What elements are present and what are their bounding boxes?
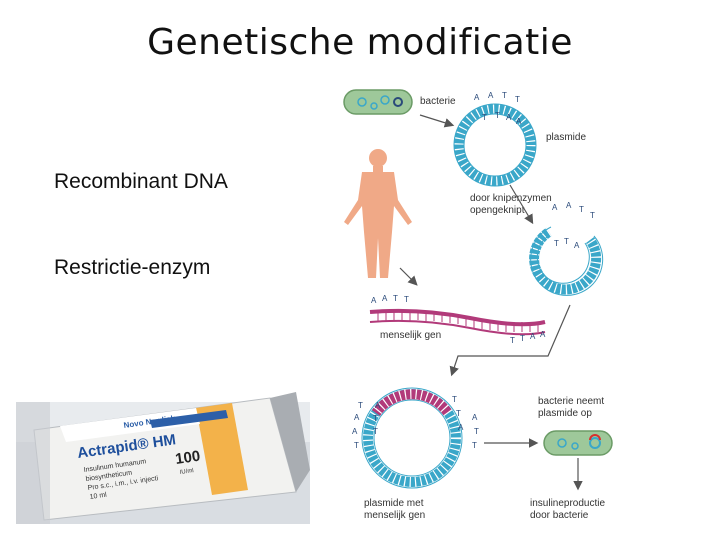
human-dna-strand: [369, 308, 546, 336]
svg-text:T: T: [554, 239, 559, 248]
cut-label-line2: opengeknipt: [470, 205, 525, 216]
cut-label-line1: door knipenzymen: [470, 193, 552, 204]
bacteria-label: bacterie: [420, 96, 456, 107]
plasmid-intact: [453, 103, 537, 187]
svg-text:T: T: [373, 427, 378, 436]
svg-text:A: A: [488, 91, 494, 100]
vial-unit: IU/ml: [179, 468, 194, 476]
insulin-vial-photo: Novo Nordisk Actrapid® HM Insulinum huma…: [16, 392, 310, 524]
svg-text:T: T: [393, 294, 398, 303]
arrow-1: [419, 114, 455, 128]
svg-text:T: T: [358, 401, 363, 410]
svg-text:A: A: [552, 203, 558, 212]
vial-volume: 10 ml: [89, 492, 107, 501]
svg-text:T: T: [510, 336, 515, 345]
svg-text:T: T: [472, 441, 477, 450]
svg-text:T: T: [404, 295, 409, 304]
svg-text:T: T: [373, 414, 378, 423]
arrow-3: [399, 267, 418, 286]
svg-text:A: A: [352, 427, 358, 436]
svg-text:A: A: [516, 117, 522, 126]
svg-text:A: A: [506, 113, 512, 122]
svg-text:T: T: [456, 409, 461, 418]
plasmid-label: plasmide: [546, 132, 586, 143]
recombinant-plasmid: [361, 387, 463, 489]
svg-text:T: T: [482, 113, 487, 122]
human-gene-label: menselijk gen: [380, 330, 441, 341]
plasmid-opened: [529, 226, 604, 296]
product-label-line2: door bacterie: [530, 510, 589, 521]
arrow-2: [509, 184, 534, 225]
svg-text:A: A: [530, 332, 536, 341]
svg-text:A: A: [354, 413, 360, 422]
svg-text:T: T: [590, 211, 595, 220]
svg-text:A: A: [540, 330, 546, 339]
recombinant-label-line2: menselijk gen: [364, 510, 425, 521]
bacterium-bottom: [543, 430, 613, 456]
svg-text:A: A: [375, 401, 381, 410]
svg-text:T: T: [515, 95, 520, 104]
bullet-restriction-enzyme: Restrictie-enzym: [54, 256, 211, 279]
uptake-label-line1: bacterie neemt: [538, 396, 604, 407]
human-figure: [344, 149, 412, 278]
uptake-label-line2: plasmide op: [538, 408, 592, 419]
svg-text:A: A: [566, 201, 572, 210]
svg-text:T: T: [502, 91, 507, 100]
svg-text:A: A: [472, 413, 478, 422]
arrow-4: [449, 304, 571, 377]
svg-text:A: A: [474, 93, 480, 102]
svg-text:T: T: [452, 395, 457, 404]
bacterium-top: [343, 89, 413, 115]
svg-text:T: T: [564, 237, 569, 246]
svg-text:A: A: [458, 423, 464, 432]
product-label-line1: insulineproductie: [530, 498, 605, 509]
page-title: Genetische modificatie: [147, 22, 573, 63]
svg-text:T: T: [520, 334, 525, 343]
svg-text:T: T: [579, 205, 584, 214]
recombinant-label-line1: plasmide met: [364, 498, 424, 509]
svg-text:A: A: [382, 294, 388, 303]
svg-text:A: A: [574, 241, 580, 250]
svg-text:T: T: [495, 111, 500, 120]
svg-text:A: A: [371, 296, 377, 305]
svg-text:T: T: [354, 441, 359, 450]
svg-text:T: T: [474, 427, 479, 436]
bullet-recombinant-dna: Recombinant DNA: [54, 170, 228, 193]
vial-strength: 100: [174, 448, 201, 468]
